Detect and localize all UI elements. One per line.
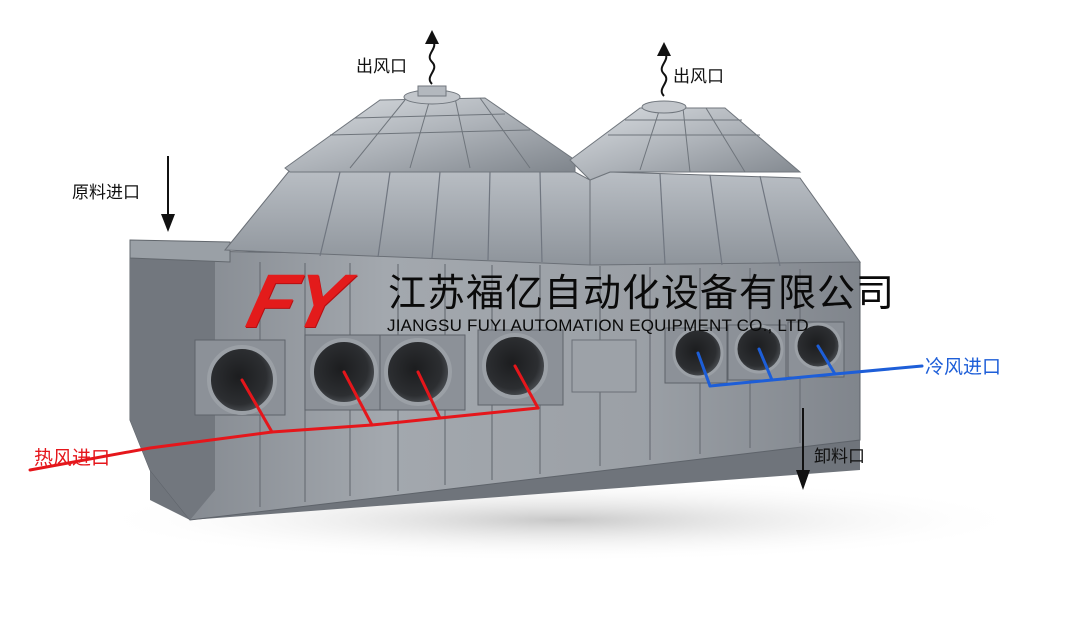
hot-air-lines bbox=[28, 364, 540, 472]
outlet-stub-left bbox=[417, 85, 447, 97]
company-name-en: JIANGSU FUYI AUTOMATION EQUIPMENT CO., L… bbox=[387, 316, 809, 335]
hood-seams bbox=[319, 171, 781, 267]
access-door bbox=[571, 339, 637, 393]
hood-right bbox=[589, 171, 861, 266]
flow-arrows bbox=[161, 30, 810, 490]
raw-material-inlet-box bbox=[129, 239, 231, 263]
roof-left-grid bbox=[329, 97, 531, 169]
hood-left bbox=[223, 169, 591, 266]
label-hot-air-inlet: 热风进口 bbox=[34, 447, 111, 469]
air-outlet-arrow-right bbox=[660, 51, 668, 97]
label-air-outlet-right: 出风口 bbox=[673, 67, 724, 87]
label-air-outlet-left: 出风口 bbox=[356, 57, 407, 77]
roof-right-grid bbox=[608, 107, 760, 173]
cold-air-ports bbox=[664, 321, 845, 384]
outlet-cap-right bbox=[641, 100, 687, 114]
air-outlet-arrow-left bbox=[428, 39, 436, 85]
label-raw-material-inlet: 原料进口 bbox=[72, 183, 140, 203]
label-discharge-outlet: 卸料口 bbox=[814, 447, 865, 467]
roof-left bbox=[284, 97, 576, 173]
cold-air-lines bbox=[696, 344, 924, 388]
company-name-cn: 江苏福亿自动化设备有限公司 bbox=[388, 271, 896, 315]
roof-right bbox=[569, 107, 802, 181]
machine-end-panel bbox=[130, 250, 215, 520]
label-cold-air-inlet: 冷风进口 bbox=[925, 356, 1002, 378]
